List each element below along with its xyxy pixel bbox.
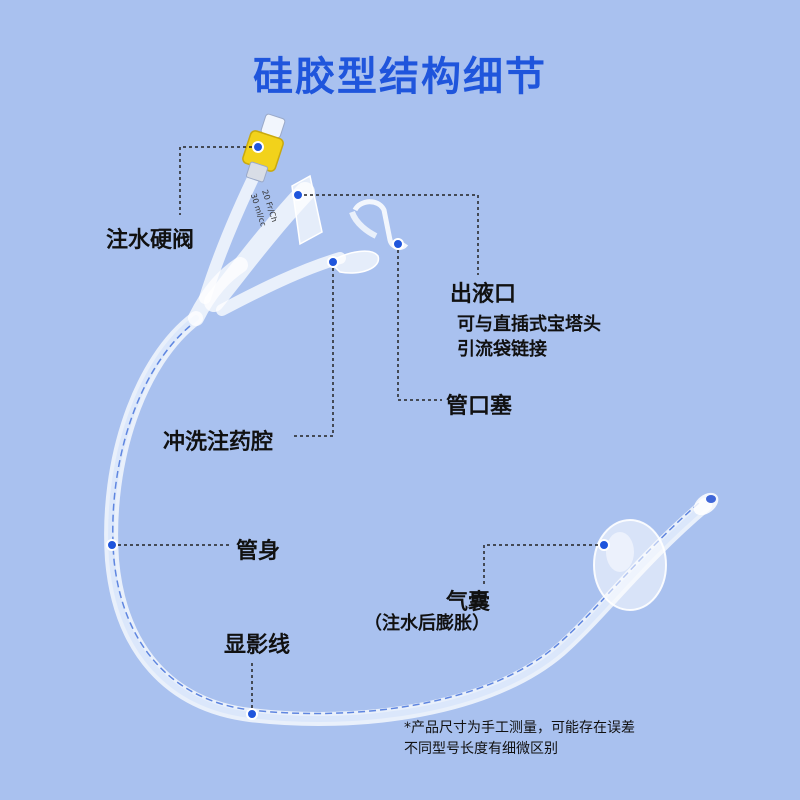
balloon-shape <box>593 519 667 611</box>
label-balloon-note: （注水后膨胀） <box>364 613 490 634</box>
tube-body <box>104 311 712 726</box>
dot-valve <box>252 141 264 153</box>
label-outlet-desc-1: 可与直插式宝塔头 <box>457 314 601 335</box>
label-valve: 注水硬阀 <box>106 228 195 253</box>
catheter-tip <box>693 492 719 516</box>
marker-dots <box>106 141 610 720</box>
drainage-funnel <box>291 174 323 246</box>
label-plug: 管口塞 <box>446 394 513 419</box>
leader-balloon <box>483 544 604 585</box>
label-flush: 冲洗注药腔 <box>163 430 274 455</box>
xray-line-stripe <box>112 325 701 715</box>
page-title: 硅胶型结构细节 <box>253 54 547 100</box>
label-outlet-desc-2: 引流袋链接 <box>457 339 547 360</box>
leader-valve <box>179 146 258 215</box>
dot-outlet <box>292 189 304 201</box>
leader-flush <box>292 262 334 437</box>
dot-balloon <box>598 539 610 551</box>
tube-junction <box>188 162 346 326</box>
plug-cap <box>328 199 409 274</box>
note-disclaimer: *产品尺寸为手工测量，可能存在误差 不同型号长度有细微区别 <box>404 718 635 760</box>
dot-flush <box>327 256 339 268</box>
label-xray-line: 显影线 <box>224 633 291 658</box>
leader-plug <box>397 244 442 401</box>
label-outlet: 出液口 <box>450 282 517 307</box>
label-balloon: 气囊 <box>446 590 491 615</box>
dot-xray <box>246 708 258 720</box>
label-body: 管身 <box>236 539 281 564</box>
dot-body <box>106 539 118 551</box>
note-line-2: 不同型号长度有细微区别 <box>404 741 558 757</box>
leader-lines <box>112 146 604 714</box>
dot-plug <box>392 238 404 250</box>
leader-outlet <box>298 194 479 275</box>
valve-shape <box>242 113 286 183</box>
note-line-1: *产品尺寸为手工测量，可能存在误差 <box>404 720 635 736</box>
